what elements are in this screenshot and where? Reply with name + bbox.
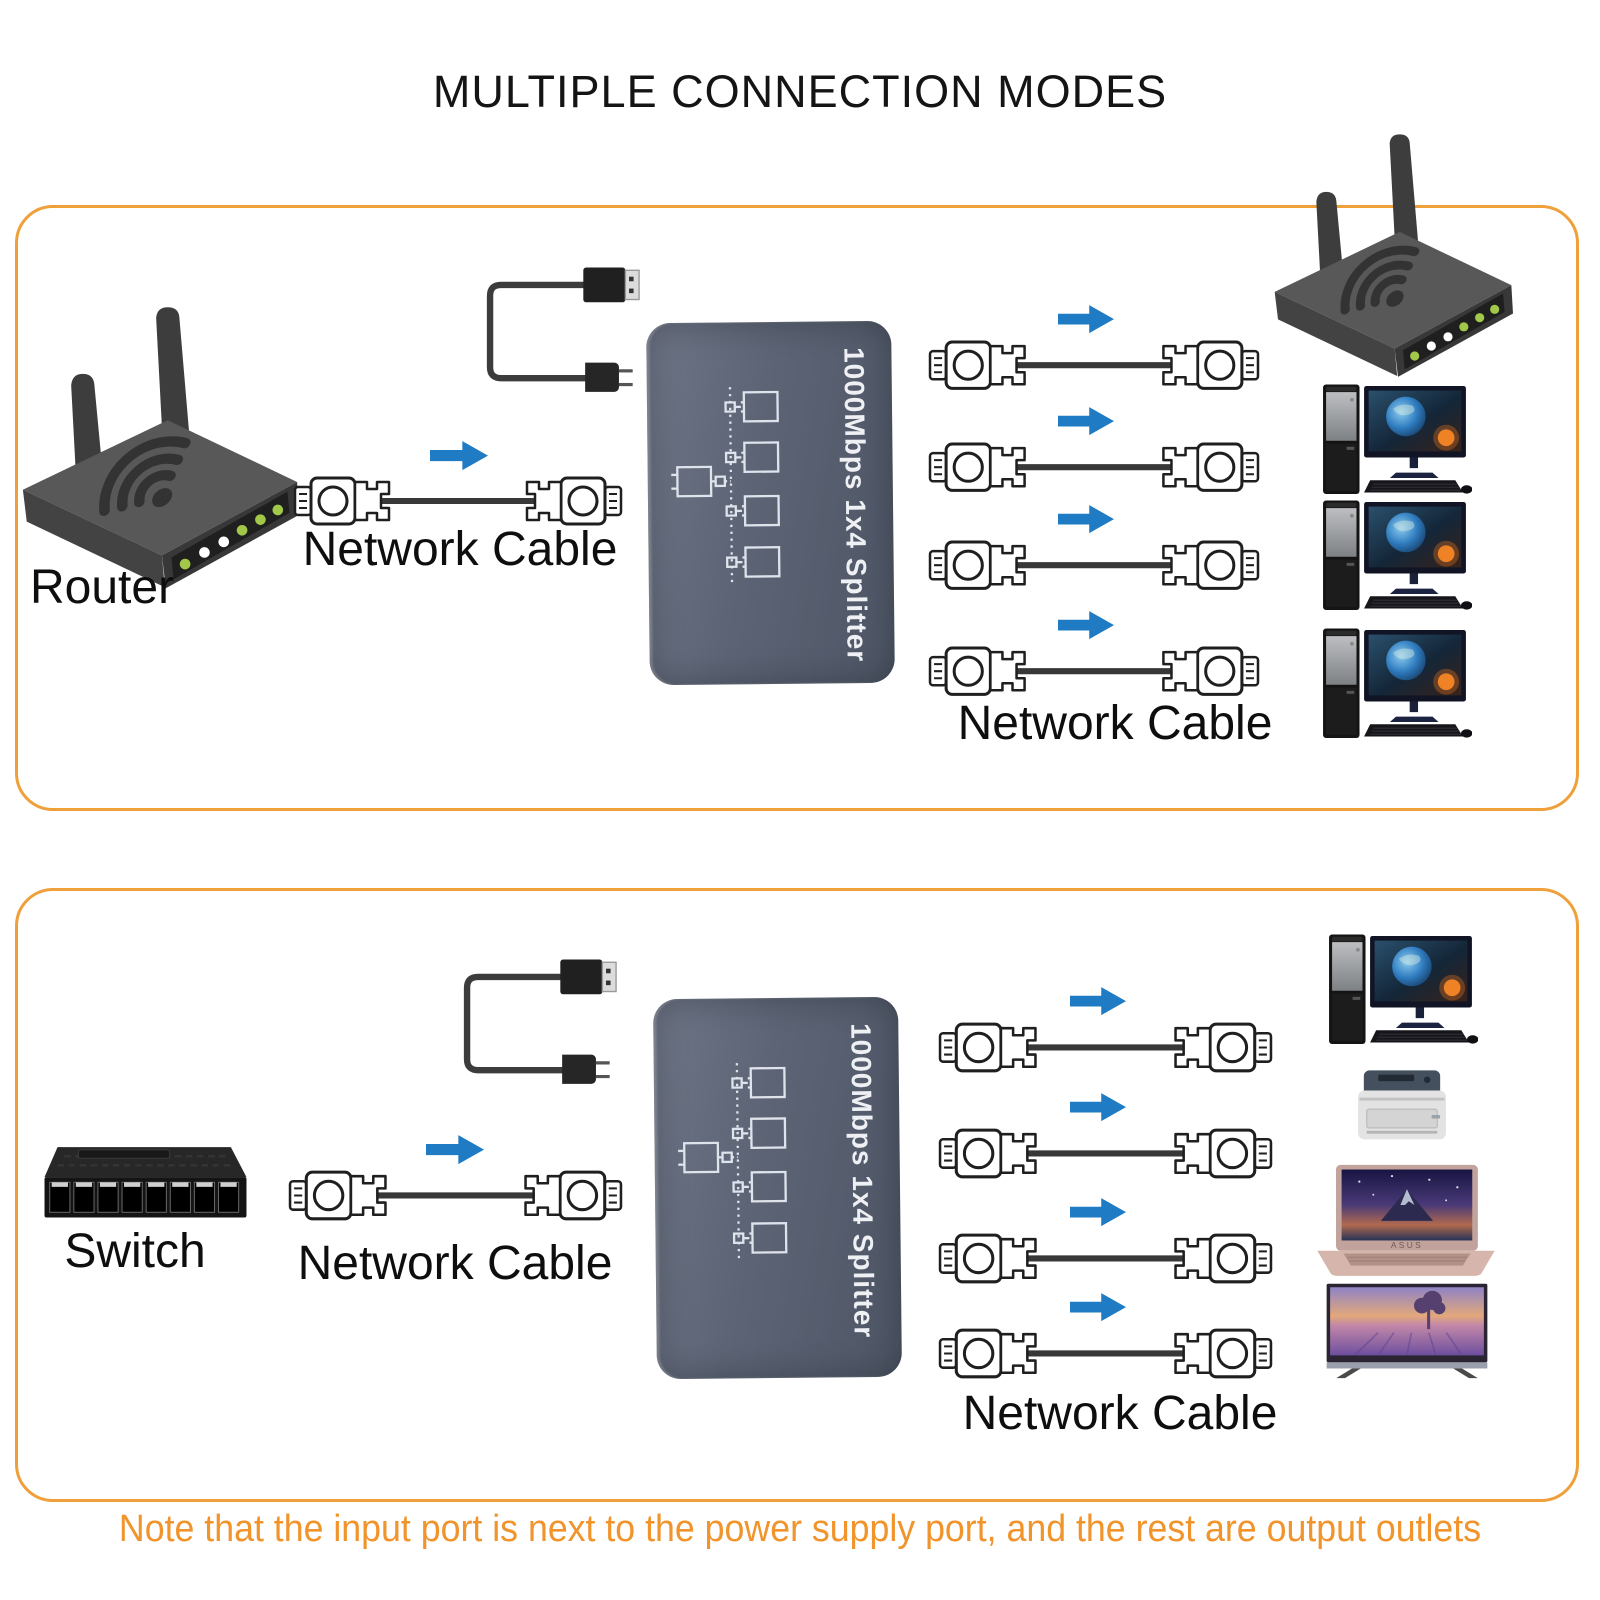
laptop-icon: ASUS bbox=[1317, 1164, 1495, 1276]
direction-arrow-icon bbox=[1070, 1092, 1126, 1122]
desktop-computer-icon bbox=[1326, 933, 1478, 1047]
network-cable-icon bbox=[928, 640, 1260, 702]
usb-power-cable-icon bbox=[425, 944, 617, 1099]
input-cable-label: Network Cable bbox=[297, 1237, 613, 1290]
direction-arrow-icon bbox=[1058, 304, 1114, 334]
tv-icon bbox=[1326, 1283, 1488, 1379]
output-cable-label: Network Cable bbox=[962, 1387, 1278, 1440]
connection-mode-panel-2 bbox=[15, 888, 1579, 1502]
splitter-diagram-icon bbox=[676, 1052, 808, 1271]
direction-arrow-icon bbox=[1058, 504, 1114, 534]
output-cable-label: Network Cable bbox=[957, 697, 1273, 750]
network-cable-icon bbox=[938, 1227, 1273, 1290]
printer-icon bbox=[1358, 1070, 1446, 1140]
connection-mode-panel-1 bbox=[15, 205, 1579, 811]
splitter-model-label: 1000Mbps 1x4 Splitter bbox=[838, 346, 873, 663]
direction-arrow-icon bbox=[1070, 986, 1126, 1016]
network-cable-icon bbox=[928, 334, 1260, 396]
network-cable-icon bbox=[928, 534, 1260, 596]
splitter-diagram-icon bbox=[669, 376, 801, 595]
wifi-router-icon bbox=[1268, 115, 1518, 382]
network-cable-icon bbox=[938, 1016, 1273, 1079]
direction-arrow-icon bbox=[1070, 1197, 1126, 1227]
router-label: Router bbox=[30, 561, 175, 614]
ethernet-switch-icon bbox=[44, 1147, 247, 1218]
usb-power-cable-icon bbox=[448, 252, 640, 407]
splitter-device: 1000Mbps 1x4 Splitter bbox=[653, 996, 902, 1380]
switch-label: Switch bbox=[64, 1225, 206, 1278]
network-cable-icon bbox=[288, 1164, 623, 1227]
desktop-computer-icon bbox=[1320, 627, 1472, 741]
direction-arrow-icon bbox=[1058, 610, 1114, 640]
laptop-brand-label: ASUS bbox=[1391, 1240, 1423, 1250]
footer-note: Note that the input port is next to the … bbox=[118, 1508, 1482, 1550]
direction-arrow-icon bbox=[430, 440, 488, 471]
desktop-computer-icon bbox=[1320, 383, 1472, 497]
direction-arrow-icon bbox=[1070, 1292, 1126, 1322]
input-cable-label: Network Cable bbox=[302, 523, 618, 576]
page-title: MULTIPLE CONNECTION MODES bbox=[432, 66, 1168, 117]
network-cable-icon bbox=[938, 1122, 1273, 1185]
wifi-router-icon bbox=[15, 285, 305, 594]
network-cable-icon bbox=[928, 436, 1260, 498]
direction-arrow-icon bbox=[1058, 406, 1114, 436]
splitter-device: 1000Mbps 1x4 Splitter bbox=[646, 320, 895, 686]
splitter-model-label: 1000Mbps 1x4 Splitter bbox=[845, 1022, 880, 1339]
desktop-computer-icon bbox=[1320, 499, 1472, 613]
direction-arrow-icon bbox=[426, 1134, 484, 1165]
network-cable-icon bbox=[938, 1322, 1273, 1385]
